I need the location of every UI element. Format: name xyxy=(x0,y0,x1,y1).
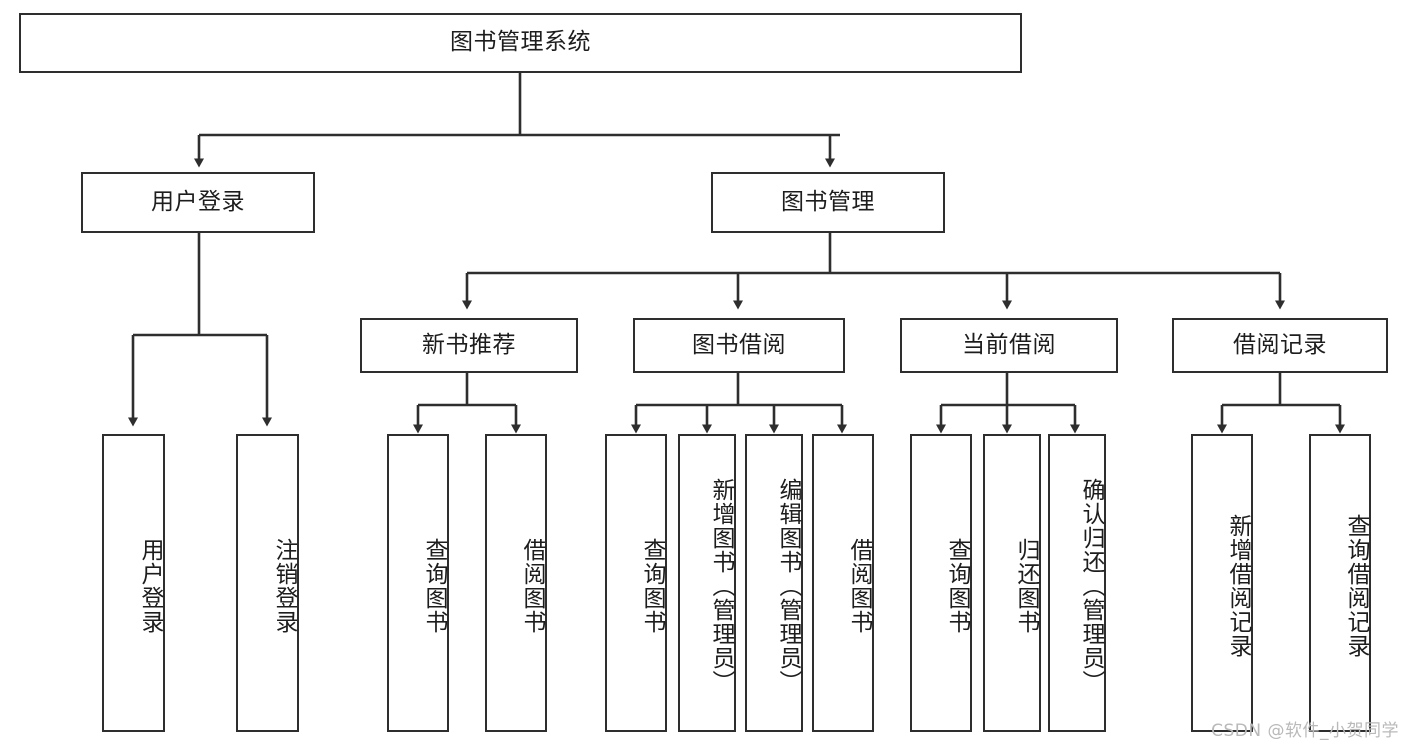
leaf-record-query-borrow-record[interactable]: 查询借阅记录 xyxy=(1309,434,1371,732)
node-label: 确认归还（管理员） xyxy=(1078,478,1104,694)
node-label: 新书推荐 xyxy=(422,331,516,358)
node-label: 查询图书 xyxy=(639,538,665,634)
leaf-recommend-query-book[interactable]: 查询图书 xyxy=(387,434,449,732)
node-new-book-recommend[interactable]: 新书推荐 xyxy=(360,318,578,373)
leaf-borrow-query-book[interactable]: 查询图书 xyxy=(605,434,667,732)
leaf-current-return-book[interactable]: 归还图书 xyxy=(983,434,1041,732)
node-borrow-record[interactable]: 借阅记录 xyxy=(1172,318,1388,373)
node-book-management[interactable]: 图书管理 xyxy=(711,172,945,233)
node-label: 图书借阅 xyxy=(692,331,786,358)
node-root-system[interactable]: 图书管理系统 xyxy=(19,13,1022,73)
node-label: 查询图书 xyxy=(421,538,447,634)
node-label: 用户登录 xyxy=(151,188,245,215)
leaf-record-add-borrow-record[interactable]: 新增借阅记录 xyxy=(1191,434,1253,732)
node-label: 新增图书（管理员） xyxy=(708,478,734,694)
node-user-login[interactable]: 用户登录 xyxy=(81,172,315,233)
node-label: 用户登录 xyxy=(137,538,163,634)
node-label: 归还图书 xyxy=(1013,538,1039,634)
node-label: 查询图书 xyxy=(944,538,970,634)
leaf-user-logout[interactable]: 注销登录 xyxy=(236,434,299,732)
node-label: 新增借阅记录 xyxy=(1225,514,1251,658)
node-label: 当前借阅 xyxy=(962,331,1056,358)
leaf-borrow-do-borrow[interactable]: 借阅图书 xyxy=(812,434,874,732)
node-label: 借阅图书 xyxy=(519,538,545,634)
node-label: 图书管理系统 xyxy=(450,29,591,56)
leaf-borrow-add-book-admin[interactable]: 新增图书（管理员） xyxy=(678,434,736,732)
leaf-borrow-edit-book-admin[interactable]: 编辑图书（管理员） xyxy=(745,434,803,732)
csdn-watermark: CSDN @软件_小贺同学 xyxy=(1211,721,1399,741)
leaf-current-query-book[interactable]: 查询图书 xyxy=(910,434,972,732)
node-book-borrow[interactable]: 图书借阅 xyxy=(633,318,845,373)
node-label: 注销登录 xyxy=(271,538,297,634)
node-label: 图书管理 xyxy=(781,188,875,215)
node-current-borrow[interactable]: 当前借阅 xyxy=(900,318,1118,373)
leaf-user-login[interactable]: 用户登录 xyxy=(102,434,165,732)
leaf-current-confirm-return-admin[interactable]: 确认归还（管理员） xyxy=(1048,434,1106,732)
node-label: 借阅图书 xyxy=(846,538,872,634)
node-label: 查询借阅记录 xyxy=(1343,514,1369,658)
node-label: 借阅记录 xyxy=(1233,331,1327,358)
leaf-recommend-borrow-book[interactable]: 借阅图书 xyxy=(485,434,547,732)
node-label: 编辑图书（管理员） xyxy=(775,478,801,694)
